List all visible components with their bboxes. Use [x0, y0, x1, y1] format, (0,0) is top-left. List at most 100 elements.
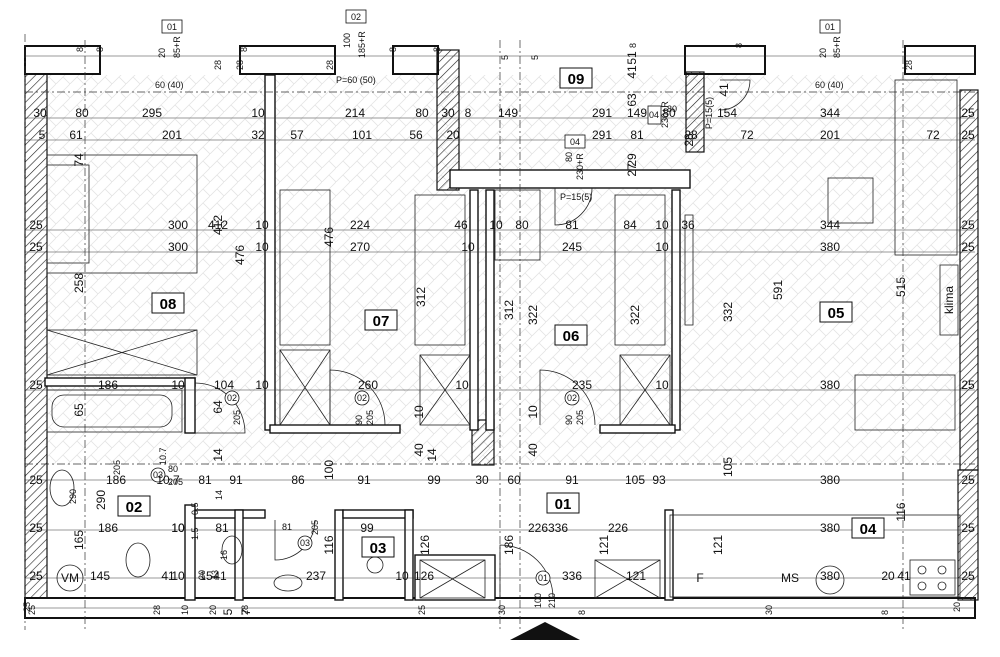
- door-230b: 230+R: [575, 153, 585, 180]
- dimension-row5-9: 380: [820, 378, 840, 392]
- room-04-label: 04: [860, 521, 877, 538]
- dimension-vert-30: 63: [625, 93, 639, 107]
- dimension-row2-1: 61: [69, 128, 83, 142]
- dimension-row4-0: 25: [29, 240, 43, 254]
- dimension-row1-9: 291: [592, 106, 612, 120]
- dimension-row5-6: 10: [455, 378, 469, 392]
- shower: [366, 556, 384, 574]
- window-60b: 60 (40): [815, 80, 844, 90]
- room-03-label: 03: [370, 540, 387, 557]
- dimension-vert-33: 29: [625, 153, 639, 167]
- dimension-row7-7: 336: [548, 521, 568, 535]
- dimension-vert-4: 312: [414, 287, 428, 307]
- room-02-label: 02: [126, 499, 143, 516]
- dimension-row8-11: 380: [820, 569, 840, 583]
- bed-07b: [414, 194, 466, 346]
- dimension-misc-6: 1.5: [190, 527, 200, 540]
- door-205d: 205: [168, 477, 183, 487]
- dimension-top-1: 8: [95, 47, 105, 52]
- washing-machine: [56, 564, 84, 592]
- tag-window-01a: 01: [167, 22, 177, 32]
- tv-unit: [684, 214, 694, 326]
- dimension-vert-1: 412: [211, 215, 225, 235]
- wardrobe-07b: [419, 354, 471, 426]
- dimension-row4-6: 10: [655, 240, 669, 254]
- dimension-row2-14: 25: [961, 128, 975, 142]
- dimension-top-5: 5: [500, 55, 510, 60]
- dimension-row4-7: 380: [820, 240, 840, 254]
- dimension-row8-6: 237: [306, 569, 326, 583]
- dimension-row3-7: 80: [515, 218, 529, 232]
- dimension-vert-16: 290: [94, 490, 108, 510]
- dimension-lines: [25, 55, 975, 609]
- dimension-misc-3: 14: [214, 490, 224, 500]
- p15a-label: P=15(5): [704, 97, 714, 129]
- dimension-vert-19: 121: [711, 535, 725, 555]
- room-labels: 08 07 06 05 09 02 03 01 04: [117, 67, 885, 558]
- dimension-row3-8: 81: [565, 218, 579, 232]
- dimension-bottom-8: 8: [880, 610, 890, 615]
- window-20a: 20: [157, 48, 167, 58]
- dimension-row1-8: 149: [498, 106, 518, 120]
- tag-window-01b: 01: [825, 22, 835, 32]
- dimension-misc-1: 205: [112, 460, 122, 475]
- dimension-vert-26: 40: [412, 443, 426, 457]
- dimension-row3-13: 25: [961, 218, 975, 232]
- dimension-row2-13: 72: [926, 128, 940, 142]
- dimension-top-2: 8: [239, 47, 249, 52]
- dimension-row1-2: 295: [142, 106, 162, 120]
- dimension-row2-12: 201: [820, 128, 840, 142]
- dimension-vert-21: 116: [894, 502, 908, 521]
- klima-unit: [939, 264, 959, 336]
- dimension-row5-4: 10: [255, 378, 269, 392]
- dimension-row6-1: 186: [106, 473, 126, 487]
- toilet-01: [221, 535, 243, 565]
- door-swings: [194, 79, 751, 599]
- dimension-row7-0: 25: [29, 521, 43, 535]
- tag-window-02: 02: [351, 12, 361, 22]
- sofa: [894, 79, 958, 256]
- dimension-row6-8: 30: [475, 473, 489, 487]
- dimension-vert-29: 10: [526, 405, 540, 419]
- kitchen-counter: [669, 514, 961, 598]
- dimension-vert-28: 10: [412, 405, 426, 419]
- dimension-row7-5: 10: [171, 521, 185, 535]
- dimension-row5-10: 25: [961, 378, 975, 392]
- furniture: [46, 79, 961, 599]
- dimension-row2-6: 56: [409, 128, 423, 142]
- coffee-table: [827, 177, 874, 224]
- bed-07: [279, 189, 331, 346]
- tag-door-04b: 04: [570, 137, 580, 147]
- dimension-vert-6: 322: [526, 305, 540, 325]
- p15b-label: P=15(5): [560, 192, 592, 202]
- dimension-bottom-5: 30: [497, 605, 507, 615]
- dimension-top-9: 28: [325, 60, 335, 70]
- room-07-label: 07: [373, 313, 390, 330]
- dimension-row7-3: 81: [215, 521, 229, 535]
- door-80b: 80: [564, 152, 574, 162]
- dimension-row8-3: 10: [171, 569, 185, 583]
- dimension-vert-11: 258: [72, 273, 86, 293]
- dimension-row5-3: 104: [214, 378, 234, 392]
- dimension-vert-9: 591: [771, 280, 785, 300]
- dimension-bottom-1: 10: [180, 605, 190, 615]
- dimension-row4-5: 245: [562, 240, 582, 254]
- dimension-row6-3: 81: [198, 473, 212, 487]
- tag-door-02a: 02: [227, 393, 237, 403]
- dimension-row8-7: 10: [395, 569, 409, 583]
- dimension-vert-17: 165: [72, 530, 86, 550]
- dimension-row8-14: 25: [961, 569, 975, 583]
- dimension-row6-5: 86: [291, 473, 305, 487]
- dimension-row6-2: 10.7: [156, 473, 180, 487]
- tag-door-03b: 03: [300, 538, 310, 548]
- dimension-top-12: 28: [904, 60, 914, 70]
- dimension-row1-14: 25: [961, 106, 975, 120]
- dimension-misc-5: 0.5: [190, 502, 200, 515]
- dimension-row2-2: 201: [162, 128, 182, 142]
- dining-table: [854, 374, 956, 431]
- fridge-label: F: [696, 571, 703, 585]
- dimension-row7-2: 10: [171, 521, 185, 535]
- dimension-row1-7: 8: [465, 106, 472, 120]
- dimension-row5-0: 25: [29, 378, 43, 392]
